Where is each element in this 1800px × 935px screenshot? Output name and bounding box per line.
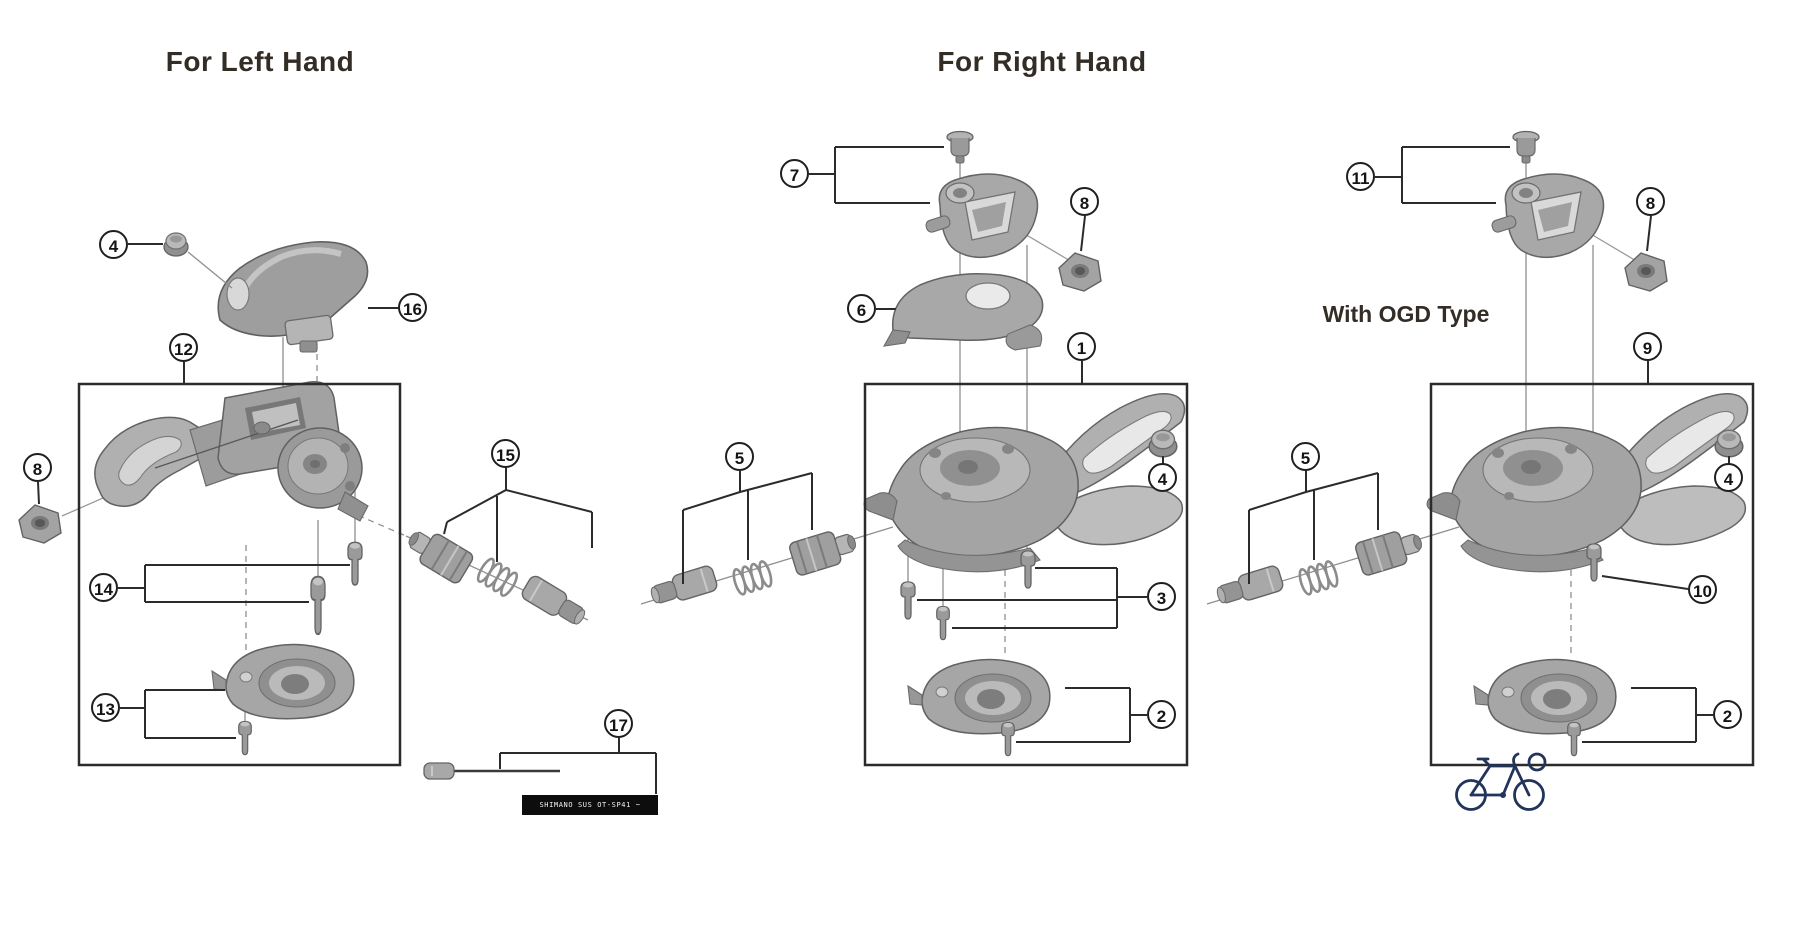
left-fixing-nut-drawing <box>163 232 189 257</box>
callout-right-8: 8 <box>1636 187 1665 216</box>
left-boot-drawing <box>518 572 591 631</box>
right-spring-drawing <box>1296 558 1341 597</box>
callout-left-8: 8 <box>23 453 52 482</box>
callout-right-10: 10 <box>1688 575 1717 604</box>
callout-center-6: 6 <box>847 294 876 323</box>
right-clamp-body-drawing <box>1489 173 1605 259</box>
callout-left-13: 13 <box>91 693 120 722</box>
left-hand-title: For Left Hand <box>165 46 355 77</box>
center-screw-a-drawing <box>900 581 916 620</box>
callout-left-12: 12 <box>169 333 198 362</box>
callout-center-8: 8 <box>1070 187 1099 216</box>
callout-right-2: 2 <box>1713 700 1742 729</box>
left-body-drawing <box>94 381 369 522</box>
center-body-drawing <box>863 392 1186 573</box>
callout-left-15: 15 <box>491 439 520 468</box>
center-assembly-drawing <box>647 130 1186 757</box>
left-screw-b-drawing <box>309 575 327 636</box>
center-bottom-screw-drawing <box>1001 721 1015 757</box>
left-assembly-drawing <box>18 232 591 756</box>
left-bottom-cover-drawing <box>211 643 355 720</box>
center-spring-drawing <box>730 558 775 597</box>
leader-lines <box>37 146 1730 794</box>
center-clamp-body-drawing <box>923 173 1039 259</box>
right-body-drawing <box>1426 392 1749 573</box>
right-group-box <box>1429 382 1755 767</box>
center-bottom-cover-drawing <box>907 658 1051 735</box>
right-bottom-screw-drawing <box>1567 721 1581 757</box>
cable-drawing <box>423 762 560 780</box>
left-barrel-adjuster-drawing <box>400 521 476 586</box>
bicycle-logo <box>1455 752 1547 811</box>
callout-left-17: 17 <box>604 709 633 738</box>
ogd-type-label: With OGD Type <box>1322 301 1490 327</box>
group-boxes <box>77 382 1755 767</box>
right-assembly-drawing <box>1213 130 1749 757</box>
right-fixing-nut-drawing <box>1714 429 1744 458</box>
callout-left-14: 14 <box>89 573 118 602</box>
left-screw-a-drawing <box>347 541 363 586</box>
center-barrel-adjuster-drawing <box>787 524 861 578</box>
right-clamp-bolt-drawing <box>1512 130 1540 164</box>
callout-center-4: 4 <box>1148 463 1177 492</box>
right-barrel-adjuster-drawing <box>1353 524 1427 578</box>
right-hand-title: For Right Hand <box>937 46 1147 77</box>
callout-right-11: 11 <box>1346 162 1375 191</box>
left-cover-drawing <box>217 241 369 353</box>
callout-center-2: 2 <box>1147 700 1176 729</box>
center-fixing-nut-drawing <box>1148 429 1178 458</box>
cable-housing-label: SHIMANO SUS OT-SP41 ~ <box>522 795 658 815</box>
left-spring-drawing <box>474 555 521 599</box>
center-screw-c-drawing <box>1020 550 1036 589</box>
center-clamp-bolt-drawing <box>946 130 974 164</box>
callout-right-9: 9 <box>1633 332 1662 361</box>
callout-center-7: 7 <box>780 159 809 188</box>
center-screw-b-drawing <box>936 605 950 641</box>
callout-right-4: 4 <box>1714 463 1743 492</box>
cable-end-cap-drawing <box>423 762 455 780</box>
callout-left-16: 16 <box>398 293 427 322</box>
callout-center-5: 5 <box>725 442 754 471</box>
callout-left-4: 4 <box>99 230 128 259</box>
center-group-box <box>863 382 1189 767</box>
callout-right-5: 5 <box>1291 442 1320 471</box>
left-group-box <box>77 382 402 767</box>
left-bottom-screw-drawing <box>238 720 252 756</box>
left-clamp-nut-drawing <box>18 504 62 544</box>
center-top-cover-drawing <box>882 273 1044 351</box>
callout-center-3: 3 <box>1147 582 1176 611</box>
right-bottom-cover-drawing <box>1473 658 1617 735</box>
callout-center-1: 1 <box>1067 332 1096 361</box>
